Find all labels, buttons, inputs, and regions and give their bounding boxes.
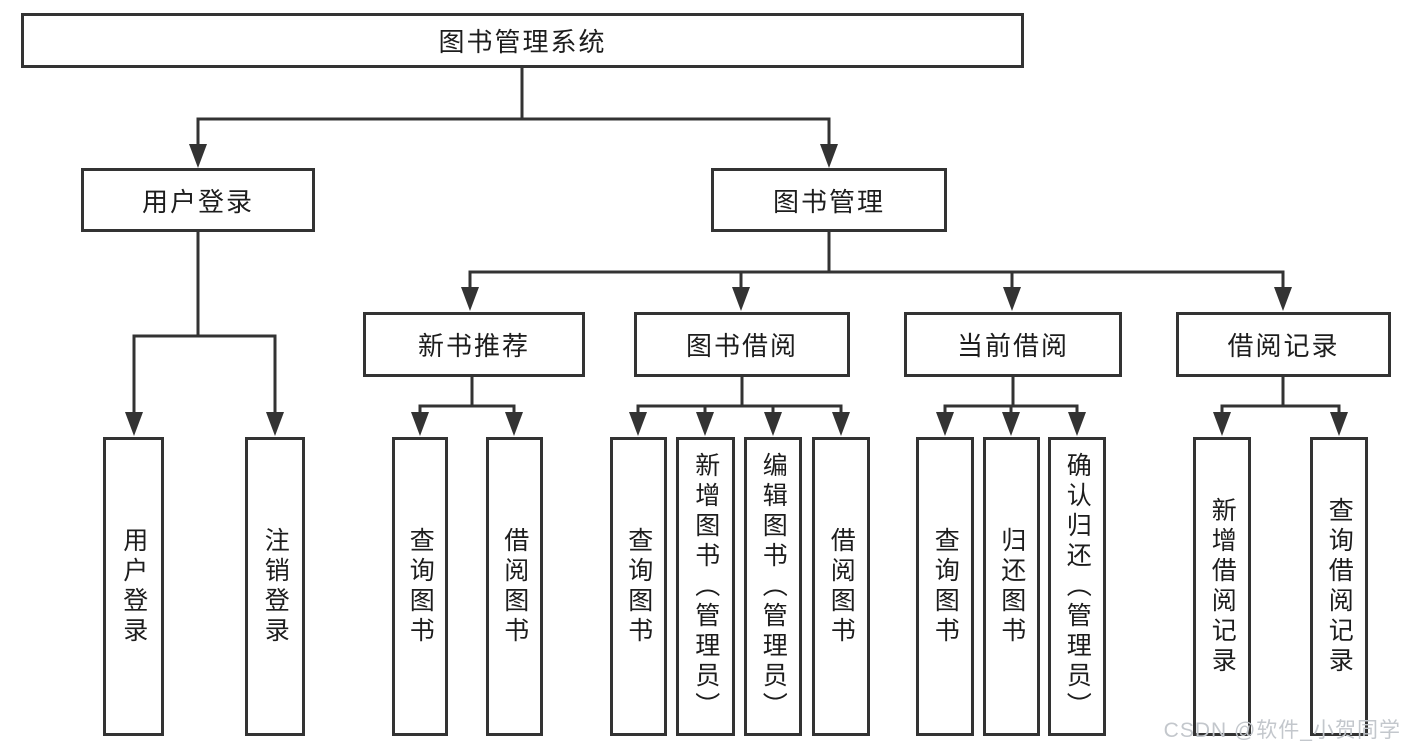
node-book-management: 图书管理 (711, 168, 947, 232)
arrow-down-icon (461, 287, 479, 311)
arrow-down-icon (764, 412, 782, 436)
arrow-down-icon (820, 144, 838, 168)
connector-root-to-level2 (196, 66, 831, 148)
connector-borrow-record-branch (1220, 375, 1341, 416)
leaf-borrow-books-2: 借阅图书 (812, 437, 870, 736)
leaf-query-books-2: 查询图书 (610, 437, 667, 736)
arrow-down-icon (832, 412, 850, 436)
leaf-logout: 注销登录 (245, 437, 305, 736)
node-book-borrowing: 图书借阅 (634, 312, 850, 377)
arrow-down-icon (189, 144, 207, 168)
arrow-down-icon (266, 412, 284, 436)
arrow-down-icon (1330, 412, 1348, 436)
arrow-down-icon (936, 412, 954, 436)
leaf-query-borrow-record: 查询借阅记录 (1310, 437, 1368, 736)
leaf-confirm-return-admin: 确认归还（管理员） (1048, 437, 1106, 736)
leaf-add-books-admin: 新增图书（管理员） (676, 437, 735, 736)
arrow-down-icon (1002, 412, 1020, 436)
connector-book-management-branch (468, 230, 1285, 291)
leaf-user-login: 用户登录 (103, 437, 164, 736)
watermark: CSDN @软件_小贺同学 (1163, 719, 1401, 742)
connector-book-borrow-branch (636, 375, 843, 416)
leaf-return-books: 归还图书 (983, 437, 1040, 736)
arrow-down-icon (1274, 287, 1292, 311)
leaf-borrow-books-1: 借阅图书 (486, 437, 543, 736)
arrow-down-icon (1003, 287, 1021, 311)
node-user-login: 用户登录 (81, 168, 315, 232)
node-root-system: 图书管理系统 (21, 13, 1024, 68)
node-borrowing-records: 借阅记录 (1176, 312, 1391, 377)
arrow-down-icon (629, 412, 647, 436)
arrow-down-icon (125, 412, 143, 436)
leaf-add-borrow-record: 新增借阅记录 (1193, 437, 1251, 736)
arrow-down-icon (696, 412, 714, 436)
arrow-down-icon (505, 412, 523, 436)
leaf-edit-books-admin: 编辑图书（管理员） (744, 437, 802, 736)
node-current-borrowing: 当前借阅 (904, 312, 1122, 377)
arrow-down-icon (1213, 412, 1231, 436)
node-new-book-recommend: 新书推荐 (363, 312, 585, 377)
connector-user-login-branch (132, 230, 277, 416)
connector-new-book-branch (418, 375, 516, 416)
arrow-down-icon (732, 287, 750, 311)
arrow-down-icon (411, 412, 429, 436)
arrow-down-icon (1068, 412, 1086, 436)
leaf-query-books-1: 查询图书 (392, 437, 448, 736)
connector-current-borrow-branch (943, 375, 1079, 416)
leaf-query-books-3: 查询图书 (916, 437, 974, 736)
